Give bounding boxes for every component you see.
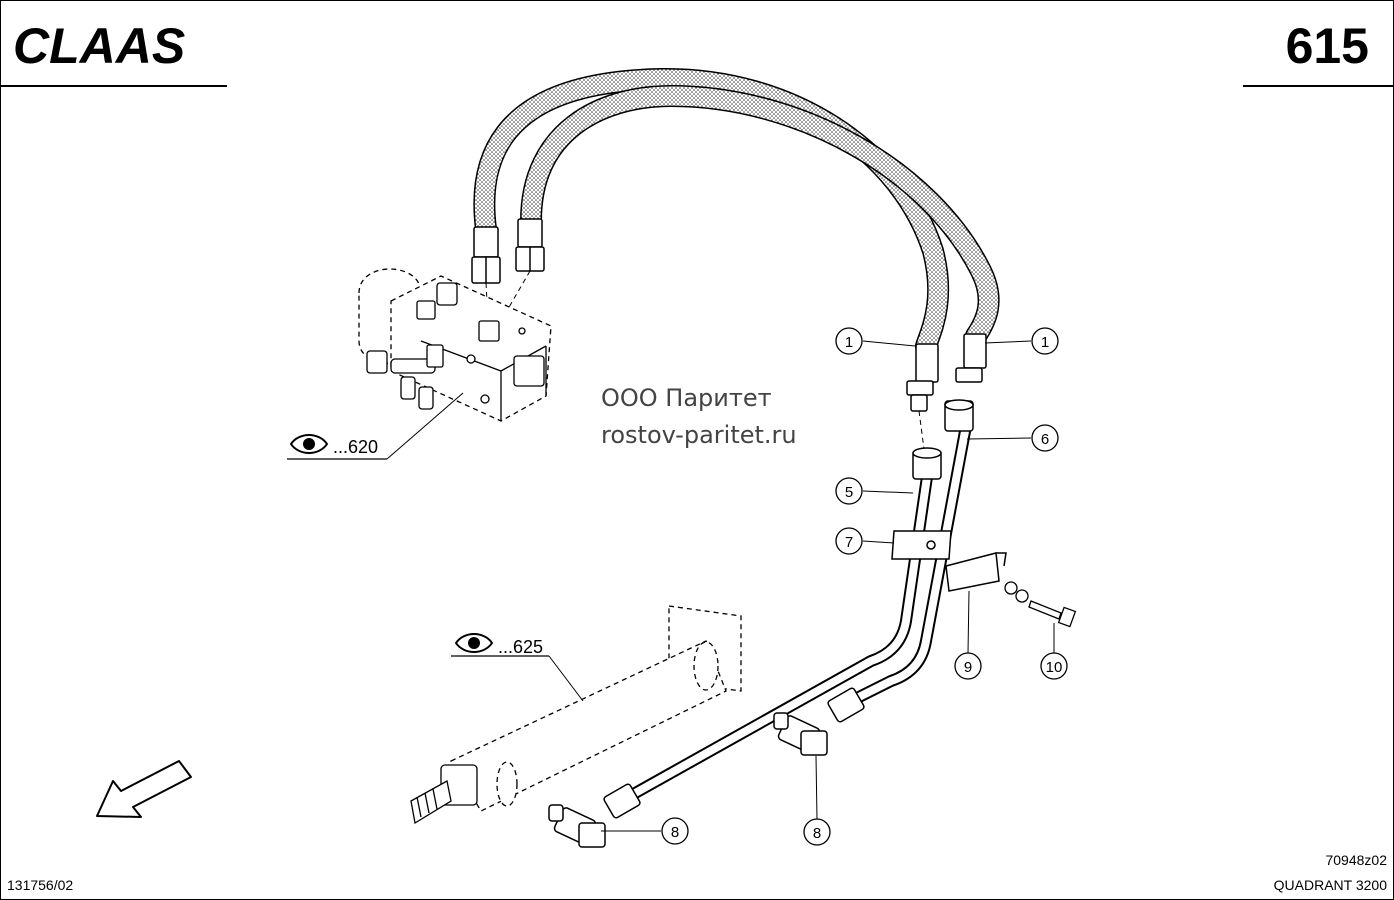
- callout-balloon: 5: [835, 477, 863, 505]
- footer-left-code: 131756/02: [7, 877, 73, 893]
- callout-balloon: 7: [835, 527, 863, 555]
- callout-balloon: 8: [661, 817, 689, 845]
- pipe-clamp: [891, 530, 1007, 592]
- footer-model: QUADRANT 3200: [1274, 877, 1388, 893]
- hose-fittings: [471, 218, 987, 412]
- svg-text:8: 8: [813, 825, 821, 842]
- svg-text:10: 10: [1046, 659, 1063, 676]
- watermark-company: ООО Паритет: [601, 384, 772, 412]
- callout-balloon: 10: [1040, 652, 1068, 680]
- steel-pipes: [615, 420, 972, 807]
- leader-625: [548, 655, 584, 702]
- footer-drawing-code: 70948z02: [1325, 852, 1387, 868]
- svg-text:1: 1: [845, 334, 853, 351]
- svg-text:6: 6: [1041, 431, 1049, 448]
- eye-icon: [454, 633, 494, 653]
- eye-icon: [289, 434, 329, 454]
- callout-balloon: 6: [1031, 424, 1059, 452]
- pipe-nuts: [603, 399, 974, 819]
- callout-balloon: 1: [835, 327, 863, 355]
- ref-label-625: ...625: [498, 637, 543, 657]
- svg-text:9: 9: [964, 659, 972, 676]
- elbow-fittings: [548, 712, 828, 848]
- page-number: 615: [1286, 18, 1369, 74]
- leader-620: [386, 392, 464, 460]
- callout-balloon: 1: [1031, 327, 1059, 355]
- brand-logo-text: CLAAS: [13, 18, 185, 74]
- svg-text:7: 7: [845, 534, 853, 551]
- bolt-assembly: [1004, 581, 1077, 628]
- brand-logo: CLAAS: [13, 18, 185, 74]
- callout-balloon: 9: [954, 652, 982, 680]
- direction-arrow-icon: [96, 760, 192, 818]
- valve-block: [358, 268, 552, 422]
- svg-text:5: 5: [845, 484, 853, 501]
- watermark-site: rostov-paritet.ru: [601, 421, 797, 449]
- callout-balloon: 8: [803, 818, 831, 846]
- svg-text:1: 1: [1041, 334, 1049, 351]
- ref-label-620: ...620: [333, 437, 378, 457]
- callout-leaders: [601, 340, 1055, 832]
- hydraulic-hoses: [473, 67, 1000, 357]
- hydraulic-cylinder: [410, 605, 742, 825]
- svg-text:8: 8: [671, 824, 679, 841]
